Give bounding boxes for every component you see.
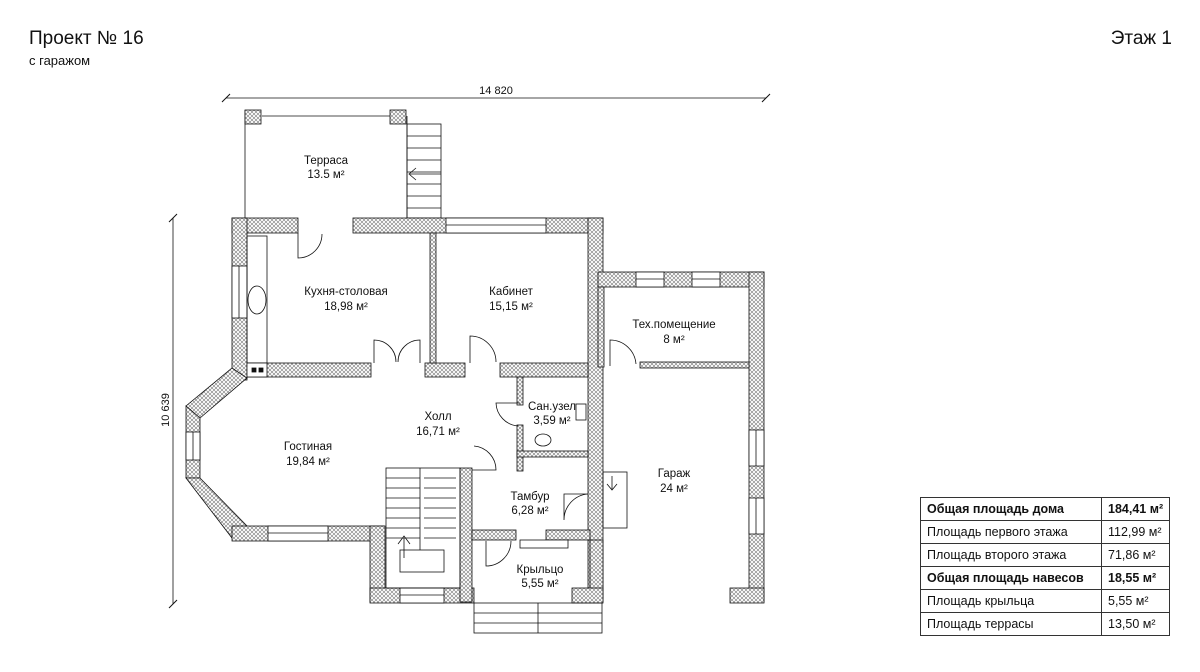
bathroom-fixtures [534, 403, 587, 447]
room-tech-name: Тех.помещение [632, 319, 715, 331]
area-value: 71,86 м² [1100, 543, 1171, 567]
room-office-name: Кабинет [489, 286, 533, 298]
area-value: 18,55 м² [1100, 566, 1171, 590]
room-tech-area: 8 м² [663, 334, 684, 346]
room-garage-area: 24 м² [660, 483, 688, 495]
kitchen-fixtures [246, 235, 268, 378]
room-kitchen-name: Кухня-столовая [304, 286, 387, 298]
interior-walls [246, 232, 750, 541]
project-title: Проект № 16 [29, 28, 144, 49]
floor-label: Этаж 1 [1110, 28, 1172, 49]
width-dimension-label: 14 820 [479, 85, 513, 97]
project-subtitle: с гаражом [29, 53, 91, 68]
room-hall-area: 16,71 м² [416, 426, 460, 438]
area-value: 112,99 м² [1100, 520, 1171, 544]
room-office-area: 15,15 м² [489, 301, 533, 313]
main-stairs [385, 467, 461, 589]
room-vestibule-name: Тамбур [510, 491, 549, 503]
room-bathroom-area: 3,59 м² [533, 415, 570, 427]
room-hall-name: Холл [424, 411, 451, 423]
area-value: 184,41 м² [1100, 497, 1171, 521]
width-dimension: 14 820 [221, 85, 771, 103]
area-value: 13,50 м² [1100, 612, 1171, 636]
room-living-area: 19,84 м² [286, 456, 330, 468]
exterior-walls [185, 217, 765, 604]
room-terrace-name: Терраса [304, 155, 349, 167]
height-dimension: 10 639 [160, 213, 178, 609]
room-terrace-area: 13.5 м² [307, 169, 344, 181]
room-porch-name: Крыльцо [517, 564, 564, 576]
porch-steps [473, 471, 628, 634]
room-porch-area: 5,55 м² [521, 578, 558, 590]
area-value: 5,55 м² [1100, 589, 1171, 613]
doors [297, 233, 637, 567]
room-kitchen-area: 18,98 м² [324, 301, 368, 313]
area-label: Площадь крыльца [920, 589, 1102, 613]
room-bathroom-name: Сан.узел [528, 401, 576, 413]
area-label: Площадь первого этажа [920, 520, 1102, 544]
height-dimension-label: 10 639 [160, 393, 172, 427]
area-label: Общая площадь навесов [920, 566, 1102, 590]
windows [185, 217, 765, 604]
area-label: Площадь второго этажа [920, 543, 1102, 567]
room-living-name: Гостиная [284, 441, 332, 453]
area-label: Площадь террасы [920, 612, 1102, 636]
area-label: Общая площадь дома [920, 497, 1102, 521]
room-labels: Терраса 13.5 м² Кухня-столовая 18,98 м² … [284, 155, 716, 590]
room-vestibule-area: 6,28 м² [511, 505, 548, 517]
room-garage-name: Гараж [658, 468, 691, 480]
